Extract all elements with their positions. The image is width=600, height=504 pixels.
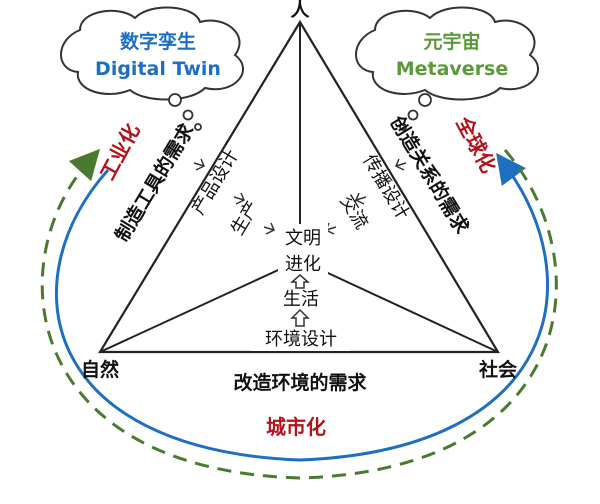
cloud-right-title: 元宇宙 — [423, 30, 480, 53]
need-environment-label: 改造环境的需求 — [233, 371, 367, 394]
globalization-label: 全球化 — [451, 112, 501, 177]
env-design-bg — [252, 327, 350, 351]
cloud-left-subtitle: Digital Twin — [95, 58, 221, 80]
environment-design-label: 环境设计 — [265, 329, 337, 350]
evolution-label: 进化 — [285, 254, 321, 275]
center-bg — [278, 224, 328, 280]
industrialization-label: 工业化 — [95, 120, 144, 184]
spoke-right — [299, 259, 499, 353]
living-bg — [282, 288, 320, 312]
node-society: 社会 — [478, 358, 517, 381]
left-flow-arrows — [193, 158, 275, 235]
outer-triangle — [98, 19, 500, 354]
urbanization-label: 城市化 — [266, 415, 326, 439]
cloud-left-title: 数字孪生 — [120, 30, 196, 53]
spoke-left — [99, 259, 301, 353]
arc-blue — [55, 152, 549, 462]
bottom-flow-arrows — [290, 274, 310, 327]
product-design-label: 产品设计 — [188, 146, 243, 219]
exchange-label: 交流 — [335, 191, 372, 233]
node-nature: 自然 — [81, 358, 119, 381]
arc-green-dashed — [40, 148, 558, 480]
living-label: 生活 — [283, 289, 319, 310]
cloud-right-subtitle: Metaverse — [396, 58, 509, 80]
cloud-right: 元宇宙 Metaverse — [355, 6, 540, 131]
civilization-label: 文明 — [285, 228, 321, 249]
node-person: 人 — [290, 0, 310, 21]
production-label: 生产 — [227, 197, 264, 239]
cloud-left: 数字孪生 Digital Twin — [60, 6, 245, 131]
